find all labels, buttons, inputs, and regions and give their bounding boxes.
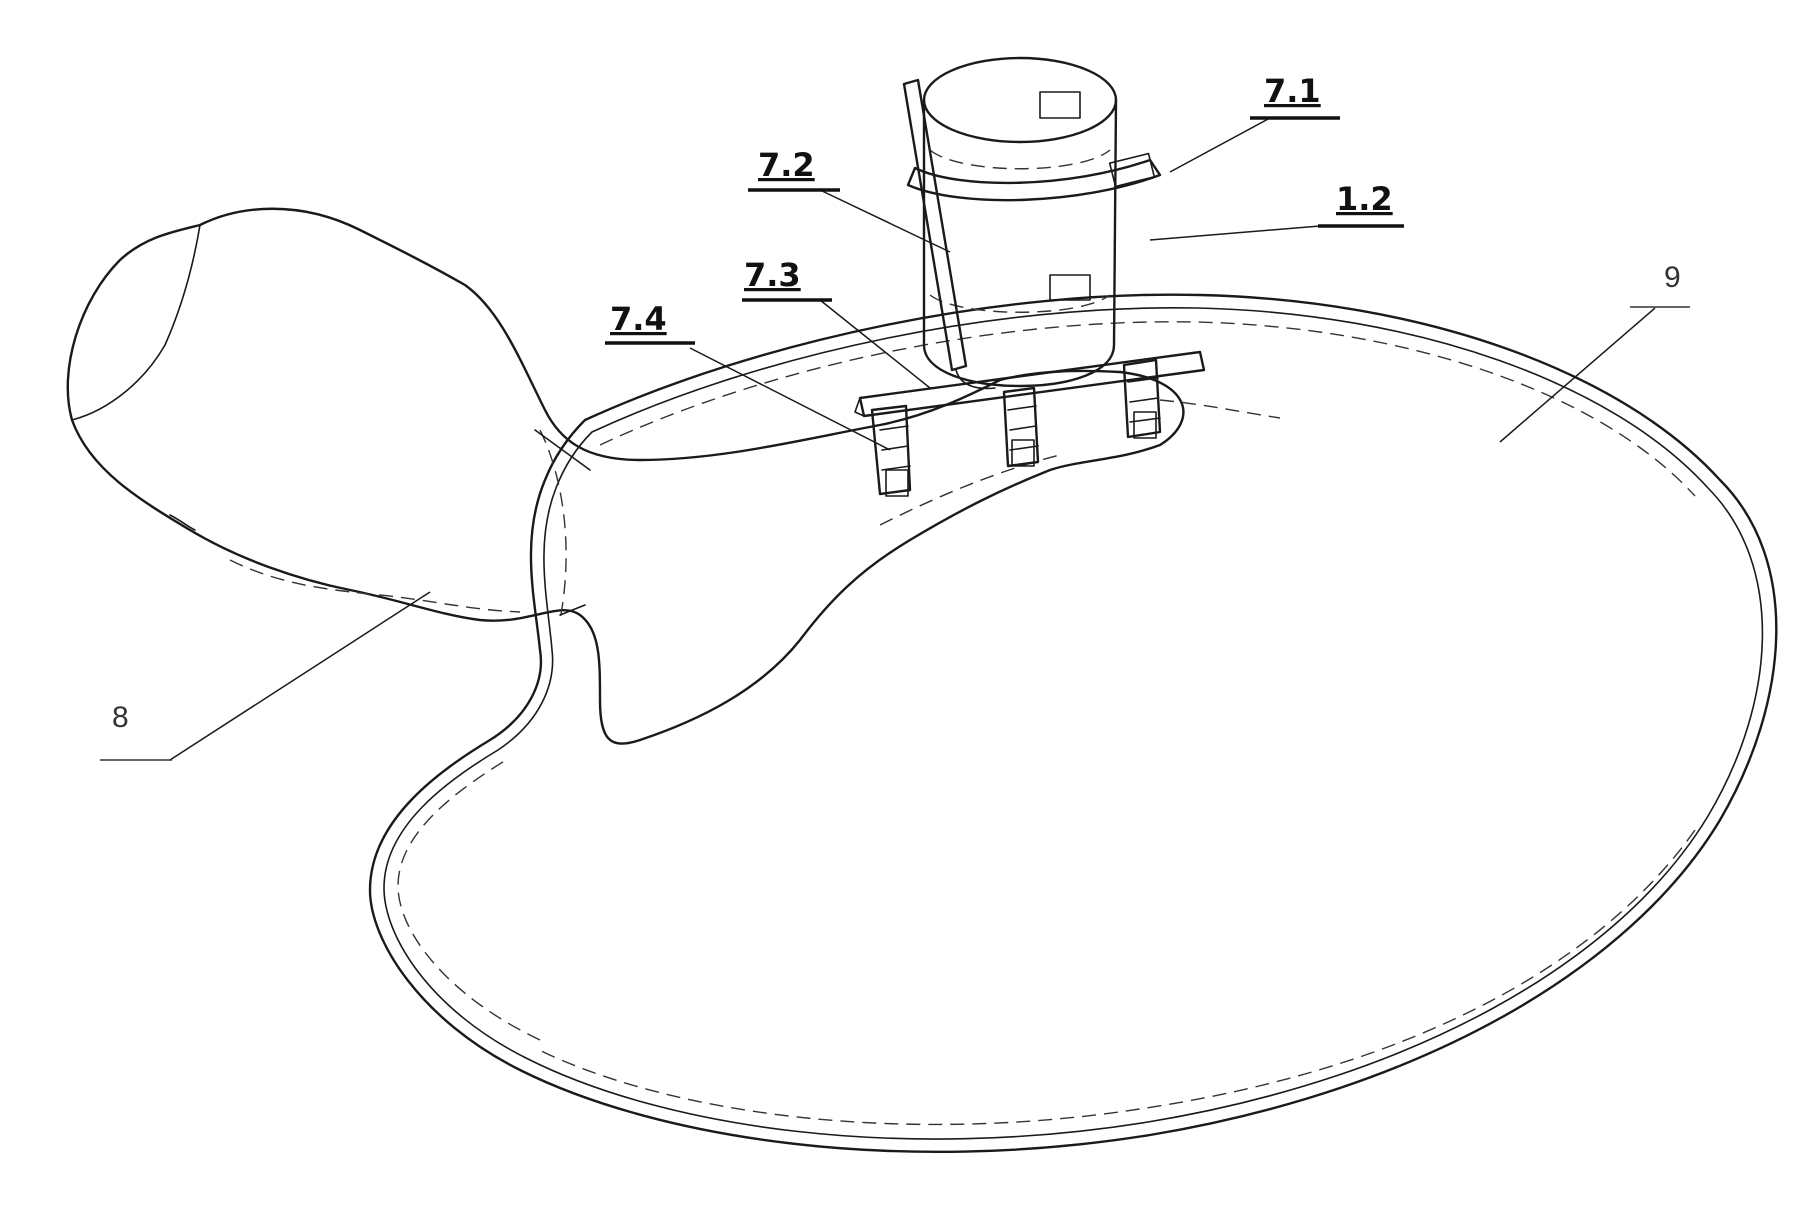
leader-lines: [169, 117, 1656, 761]
leader-9: [1499, 307, 1656, 443]
clamp-right: [1122, 358, 1162, 439]
upright-bar: [902, 78, 996, 390]
leader-7-2: [819, 189, 951, 253]
callout-7-2: 7.2: [758, 146, 815, 184]
callout-underlines: [100, 116, 1690, 761]
callout-7-4: 7.4: [610, 300, 667, 338]
callout-7-1: 7.1: [1264, 72, 1321, 110]
nipple-body: [66, 207, 1281, 745]
callout-9: 9: [1664, 261, 1681, 294]
bottle: [922, 56, 1118, 388]
clamp-left: [870, 404, 912, 497]
crossbar: [854, 350, 1206, 418]
strap: [906, 152, 1162, 202]
leader-1-2: [1149, 225, 1321, 241]
callout-1-2: 1.2: [1336, 180, 1393, 218]
leader-8: [169, 591, 431, 761]
clamp-middle: [1002, 386, 1040, 468]
leader-7-3: [819, 299, 931, 389]
callout-7-3: 7.3: [744, 256, 801, 294]
leader-7-1: [1169, 117, 1271, 173]
tray-outline: [368, 293, 1778, 1153]
leader-7-4: [689, 347, 891, 451]
callout-8: 8: [112, 701, 129, 734]
